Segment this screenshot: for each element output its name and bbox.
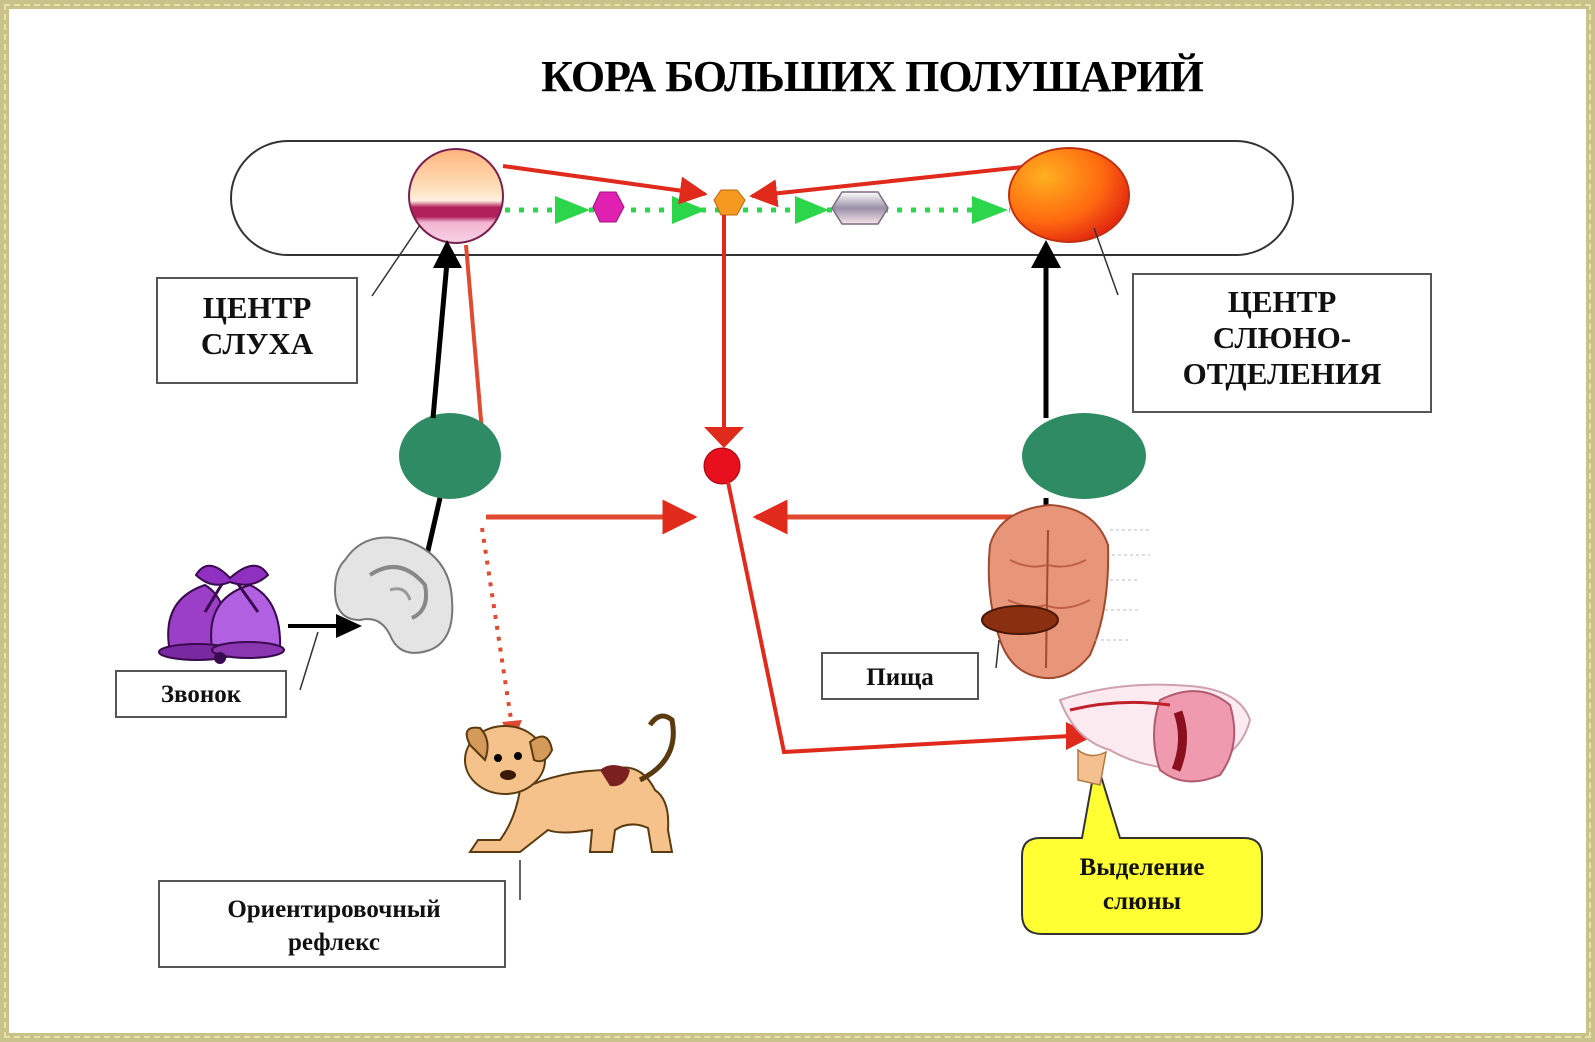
cortex-hub-node <box>713 189 746 216</box>
hearing-center-line1: ЦЕНТР <box>203 290 312 325</box>
salivation-center-line2: СЛЮНО- <box>1213 320 1351 355</box>
food-label: Пища <box>821 652 979 700</box>
orienting-reflex-line2: рефлекс <box>288 929 380 956</box>
diagram-title: КОРА БОЛЬШИХ ПОЛУШАРИЙ <box>541 52 1204 101</box>
salivation-callout: Выделение слюны <box>1021 759 1263 935</box>
orienting-reflex-line1: Ориентировочный <box>227 896 440 923</box>
red-link-right <box>749 164 1033 208</box>
right-subcortical-neuron <box>1022 413 1146 499</box>
salivary-gland-icon <box>1058 683 1252 786</box>
leader-bell <box>299 631 319 691</box>
salivation-center-node <box>1008 147 1130 243</box>
orienting-reflex-label: Ориентировочный рефлекс <box>158 880 506 968</box>
dog-icon <box>464 713 676 853</box>
hearing-center-line2: СЛУХА <box>201 326 314 361</box>
bell-label-text: Звонок <box>161 681 242 708</box>
red-link-left <box>502 164 708 205</box>
hearing-center-node <box>408 148 504 244</box>
salivation-center-line1: ЦЕНТР <box>1228 284 1337 319</box>
food-label-text: Пища <box>866 664 934 691</box>
salivation-center-label: ЦЕНТР СЛЮНО- ОТДЕЛЕНИЯ <box>1132 273 1432 413</box>
leader-hearing <box>371 224 421 297</box>
black-arrow-neuron-to-hearing <box>430 261 450 419</box>
temporary-connection-pathway <box>505 196 1010 224</box>
bell-label: Звонок <box>115 670 287 718</box>
salivation-center-line3: ОТДЕЛЕНИЯ <box>1183 356 1382 391</box>
ear-icon <box>333 536 454 654</box>
red-feedback-left <box>464 244 486 456</box>
grey-node <box>831 191 889 225</box>
left-subcortical-neuron <box>399 413 501 499</box>
salivation-line1: Выделение <box>1080 854 1205 881</box>
magenta-node <box>592 191 625 223</box>
red-efferent-path <box>726 481 1071 755</box>
subcortical-node <box>703 447 741 485</box>
leader-salivation <box>1093 227 1119 296</box>
red-dotted-orienting <box>480 527 514 727</box>
tongue-icon <box>981 503 1150 680</box>
leader-food <box>995 639 1000 669</box>
hearing-center-label: ЦЕНТР СЛУХА <box>156 277 358 384</box>
bell-icon <box>158 564 285 664</box>
cortex-capsule <box>230 140 1294 256</box>
salivation-line2: слюны <box>1103 888 1181 915</box>
